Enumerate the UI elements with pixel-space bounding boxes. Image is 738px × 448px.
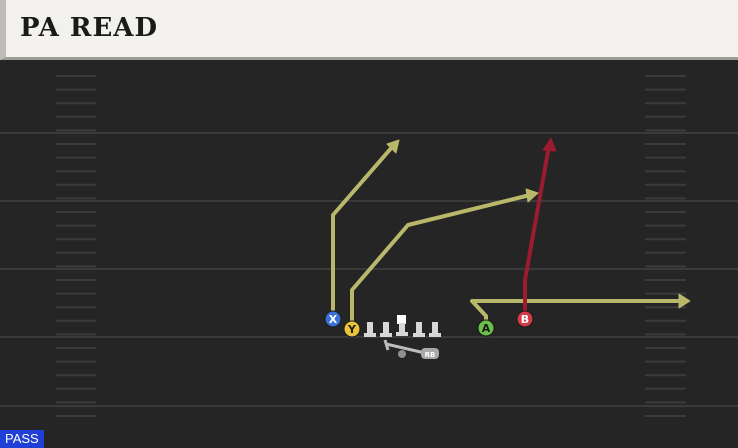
- center: [396, 315, 408, 336]
- route-a-arrowhead: [678, 293, 691, 309]
- route-y-arrowhead: [525, 188, 539, 203]
- route-y: [350, 193, 532, 330]
- route-a: [470, 299, 684, 330]
- play-header: PA READ: [0, 0, 738, 60]
- lineman: [380, 322, 392, 337]
- quarterback: [398, 350, 406, 358]
- receiver-x-label: X: [329, 313, 338, 326]
- route-x: [331, 144, 395, 320]
- route-x-arrowhead: [386, 139, 400, 154]
- lineman: [364, 322, 376, 337]
- play-type-badge: PASS: [0, 430, 44, 448]
- hash-marks-left: [56, 75, 96, 417]
- receiver-b: B: [516, 310, 534, 328]
- play-field: RB X Y A B: [0, 60, 738, 448]
- play-title: PA READ: [20, 13, 159, 43]
- route-b: [523, 144, 551, 320]
- lineman: [429, 322, 441, 337]
- field-diagram: RB X Y A B: [0, 75, 738, 417]
- receiver-a: A: [477, 319, 495, 337]
- lineman: [413, 322, 425, 337]
- hash-marks-right: [645, 75, 686, 417]
- route-b-arrowhead: [542, 137, 557, 152]
- receiver-y-label: Y: [347, 323, 357, 336]
- receiver-y: Y: [343, 320, 361, 338]
- offensive-line: [364, 315, 441, 337]
- receiver-x: X: [324, 310, 342, 328]
- running-back: [421, 348, 439, 359]
- play-action-fake: RB: [383, 339, 439, 359]
- receiver-a-label: A: [482, 322, 491, 335]
- receiver-b-label: B: [521, 313, 529, 326]
- rb-label: RB: [425, 351, 436, 359]
